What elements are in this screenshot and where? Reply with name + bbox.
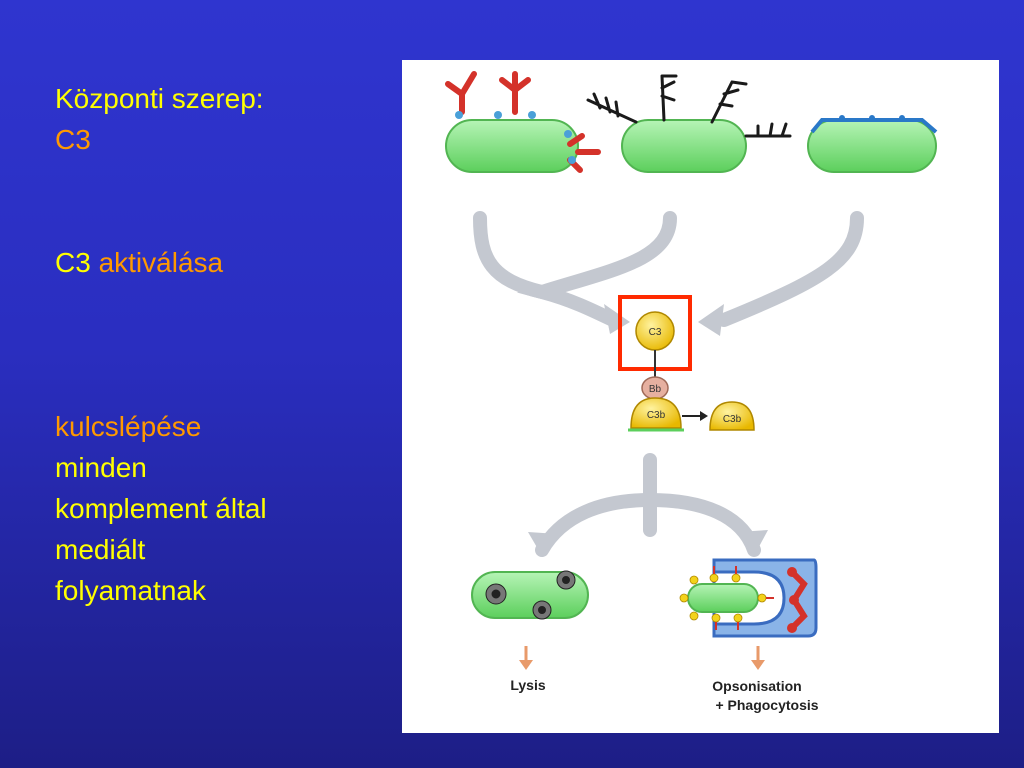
c3b-bound-label: C3b xyxy=(647,410,666,421)
line-minden: minden xyxy=(55,452,147,483)
c3b-bound xyxy=(630,397,682,429)
lysis-label: Lysis xyxy=(510,677,545,693)
central-role-value: C3 xyxy=(55,124,91,155)
c3b-released-label: C3b xyxy=(723,414,742,425)
lectin-pathway-bacterium xyxy=(586,74,792,173)
key-step-word: kulcslépése xyxy=(55,411,202,442)
line-folyamatnak: folyamatnak xyxy=(55,575,206,606)
antibody-icon xyxy=(445,71,601,173)
opsonised-bacterium xyxy=(679,566,774,630)
converging-arrows xyxy=(473,211,864,557)
left-text-panel: Központi szerep: C3 C3 aktiválása kulcsl… xyxy=(55,78,385,611)
line-komplement: komplement által xyxy=(55,493,267,524)
alternative-pathway-bacterium xyxy=(807,115,938,173)
central-role-label: Központi szerep: xyxy=(55,83,264,114)
c3-label: C3 xyxy=(649,327,662,338)
activation-line: C3 aktiválása xyxy=(55,242,385,283)
bb-label: Bb xyxy=(649,384,662,395)
activation-word: aktiválása xyxy=(98,247,224,278)
phagocytosis-label: + Phagocytosis xyxy=(715,697,818,713)
arrow-head-left xyxy=(604,304,630,334)
arrow-head-opsonisation xyxy=(738,530,768,556)
opsonisation-label: Opsonisation xyxy=(712,678,801,694)
activation-prefix: C3 xyxy=(55,247,91,278)
complement-diagram: C3 Bb C3b C3b Lysis xyxy=(402,60,999,733)
classical-pathway-bacterium xyxy=(445,71,601,173)
lysis-bacterium xyxy=(471,570,589,620)
c3b-released xyxy=(709,401,755,431)
arrow-head-lysis xyxy=(528,532,558,556)
arrow-head-right xyxy=(698,304,724,336)
complement-pathway-svg: C3 Bb C3b C3b Lysis xyxy=(445,71,938,713)
lectin-icon xyxy=(586,74,792,138)
membrane-attack-complex-icon xyxy=(485,570,576,620)
line-medialt: mediált xyxy=(55,534,146,565)
